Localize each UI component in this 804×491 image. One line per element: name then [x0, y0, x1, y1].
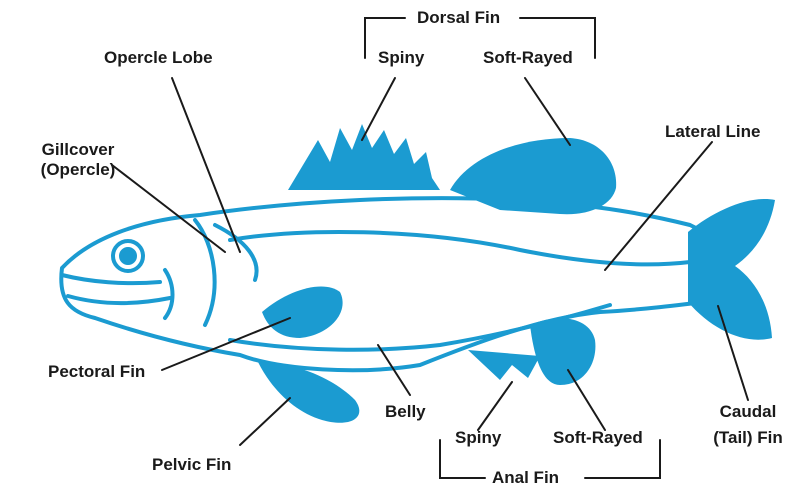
- leader-spiny-dorsal: [362, 78, 395, 140]
- label-dorsal-spiny: Spiny: [378, 48, 424, 68]
- leader-soft-anal: [568, 370, 605, 430]
- label-anal-spiny: Spiny: [455, 428, 501, 448]
- label-dorsal-fin: Dorsal Fin: [417, 8, 500, 28]
- label-caudal-line2: (Tail) Fin: [700, 428, 796, 448]
- soft-anal-fin: [530, 318, 595, 385]
- caudal-fin: [688, 199, 775, 340]
- lateral-line-stroke: [230, 232, 690, 264]
- label-pectoral-fin: Pectoral Fin: [48, 362, 145, 382]
- soft-dorsal-fin: [450, 138, 616, 214]
- leader-spiny-anal: [478, 382, 512, 430]
- leader-gillcover: [112, 165, 225, 252]
- opercle-lobe-stroke: [215, 225, 257, 280]
- leader-pelvic: [240, 398, 290, 445]
- spiny-anal-fin: [468, 350, 540, 380]
- label-caudal-line1: Caudal: [700, 402, 796, 422]
- eye-inner: [121, 249, 135, 263]
- label-anal-soft-rayed: Soft-Rayed: [553, 428, 643, 448]
- spiny-dorsal-fin: [288, 124, 440, 190]
- fish-body-outline: [61, 198, 720, 370]
- label-belly: Belly: [385, 402, 426, 422]
- label-dorsal-soft-rayed: Soft-Rayed: [483, 48, 573, 68]
- label-gillcover: Gillcover (Opercle): [28, 140, 128, 180]
- mouth-stroke: [62, 275, 160, 283]
- leader-soft-dorsal: [525, 78, 570, 145]
- jaw-stroke: [68, 296, 170, 303]
- label-caudal-fin: Caudal (Tail) Fin: [700, 402, 796, 448]
- label-gillcover-line2: (Opercle): [28, 160, 128, 180]
- pectoral-fin: [262, 286, 343, 338]
- label-lateral-line: Lateral Line: [665, 122, 760, 142]
- label-opercle-lobe: Opercle Lobe: [104, 48, 213, 68]
- label-anal-fin: Anal Fin: [492, 468, 559, 488]
- label-pelvic-fin: Pelvic Fin: [152, 455, 231, 475]
- leader-opercle-lobe: [172, 78, 240, 252]
- label-gillcover-line1: Gillcover: [28, 140, 128, 160]
